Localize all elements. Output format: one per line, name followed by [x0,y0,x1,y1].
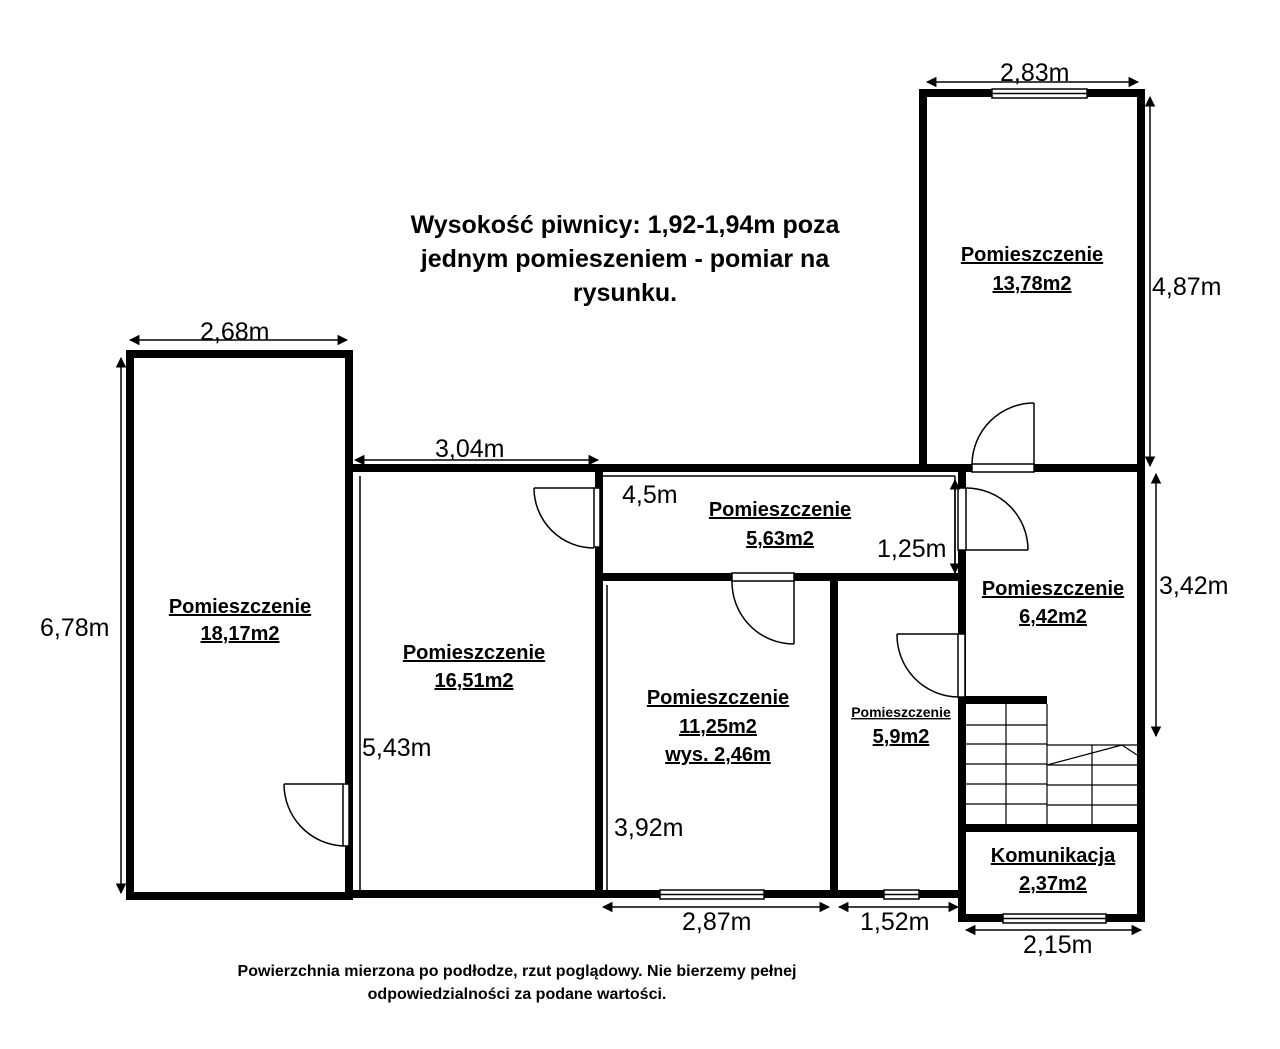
door-room-6 [957,487,1029,551]
room-1-name: Pomieszczenie [169,596,311,618]
dim-2-68: 2,68m [200,318,269,346]
dim-3-04: 3,04m [435,435,504,463]
dim-6-78: 6,78m [40,614,109,642]
room-7-area: 13,78m2 [993,273,1072,295]
dim-4-87: 4,87m [1152,273,1221,301]
wall-room-1 [126,350,353,900]
door-room-2 [533,487,601,549]
room-4-name: Pomieszczenie [647,687,789,709]
note-line-2: jednym pomieszeniem - pomiar na [420,245,831,273]
dim-1-25: 1,25m [877,535,946,563]
dim-3-92: 3,92m [614,814,683,842]
window-komunikacja [1002,913,1107,924]
dim-3-42: 3,42m [1159,572,1228,600]
doors [283,402,1035,847]
windows [659,88,1107,924]
disclaimer-line-1: Powierzchnia mierzona po podłodze, rzut … [238,963,797,980]
room-6-name: Pomieszczenie [982,578,1124,600]
door-room-1 [283,783,350,847]
note-line-3: rysunku. [573,279,677,307]
room-1-area: 18,17m2 [201,623,280,645]
door-room-7 [971,402,1035,473]
note-line-1: Wysokość piwnicy: 1,92-1,94m poza [411,211,841,239]
room-labels: Pomieszczenie 18,17m2 Pomieszczenie 16,5… [169,244,1124,895]
room-5-name: Pomieszczenie [851,704,951,720]
door-room-5 [896,633,966,698]
basement-height-note: Wysokość piwnicy: 1,92-1,94m poza jednym… [411,211,841,307]
room-5-area: 5,9m2 [873,726,930,748]
room-2-area: 16,51m2 [435,670,514,692]
window-top [991,88,1088,99]
room-7-name: Pomieszczenie [961,244,1103,266]
window-room-4 [659,889,765,900]
dim-4-5: 4,5m [622,481,678,509]
door-room-4 [731,572,795,645]
dim-2-83: 2,83m [1000,59,1069,87]
room-4-height: wys. 2,46m [664,744,771,766]
dimension-lines [115,76,1162,936]
disclaimer: Powierzchnia mierzona po podłodze, rzut … [238,963,797,1003]
dim-5-43: 5,43m [362,734,431,762]
disclaimer-line-2: odpowiedzialności za podane wartości. [368,986,667,1003]
dim-2-15: 2,15m [1023,931,1092,959]
dim-2-87: 2,87m [682,908,751,936]
dimension-labels: 2,68m 6,78m 3,04m 5,43m 4,5m 1,25m 3,92m… [40,59,1228,959]
dim-1-52: 1,52m [860,908,929,936]
room-2-name: Pomieszczenie [403,642,545,664]
stairs [966,704,1138,824]
window-room-5 [883,889,920,900]
room-4-area: 11,25m2 [679,716,757,738]
room-3-area: 5,63m2 [746,528,814,550]
room-6-area: 6,42m2 [1019,606,1087,628]
room-8-area: 2,37m2 [1019,873,1087,895]
room-3-name: Pomieszczenie [709,499,851,521]
room-8-name: Komunikacja [991,845,1116,867]
